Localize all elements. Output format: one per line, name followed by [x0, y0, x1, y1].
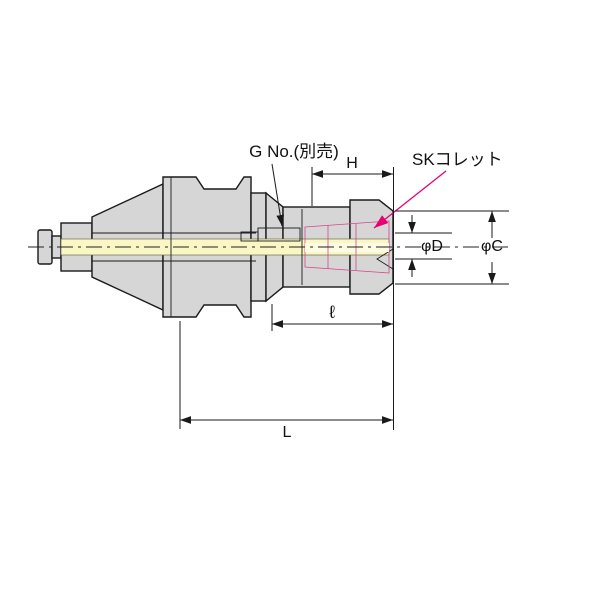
collet-body: [304, 220, 390, 274]
dim-l-label: L: [283, 424, 292, 441]
sk-collet-label: SKコレット: [412, 150, 503, 169]
dim-h-label: H: [346, 155, 358, 172]
dim-l: L: [179, 321, 393, 441]
g-no-label: G No.(別売): [249, 142, 339, 161]
dim-ell-label: ℓ: [329, 302, 335, 322]
sk-collet-leader-line: [373, 170, 447, 229]
dim-h: H: [311, 155, 394, 430]
g-no-leader-line: [271, 163, 285, 227]
nut-slot: [376, 248, 394, 270]
dim-phi-d-label: φD: [421, 238, 443, 255]
dim-phi-d: φD: [395, 215, 452, 277]
dim-phi-c: φC: [395, 210, 509, 285]
dim-phi-c-label: φC: [481, 238, 503, 255]
sk-collet-callout: SKコレット: [373, 150, 503, 229]
g-nut-body: [257, 227, 301, 242]
g-no-callout: G No.(別売): [249, 142, 339, 227]
g-nut-part: [240, 227, 301, 242]
dim-ell: ℓ: [271, 302, 393, 331]
